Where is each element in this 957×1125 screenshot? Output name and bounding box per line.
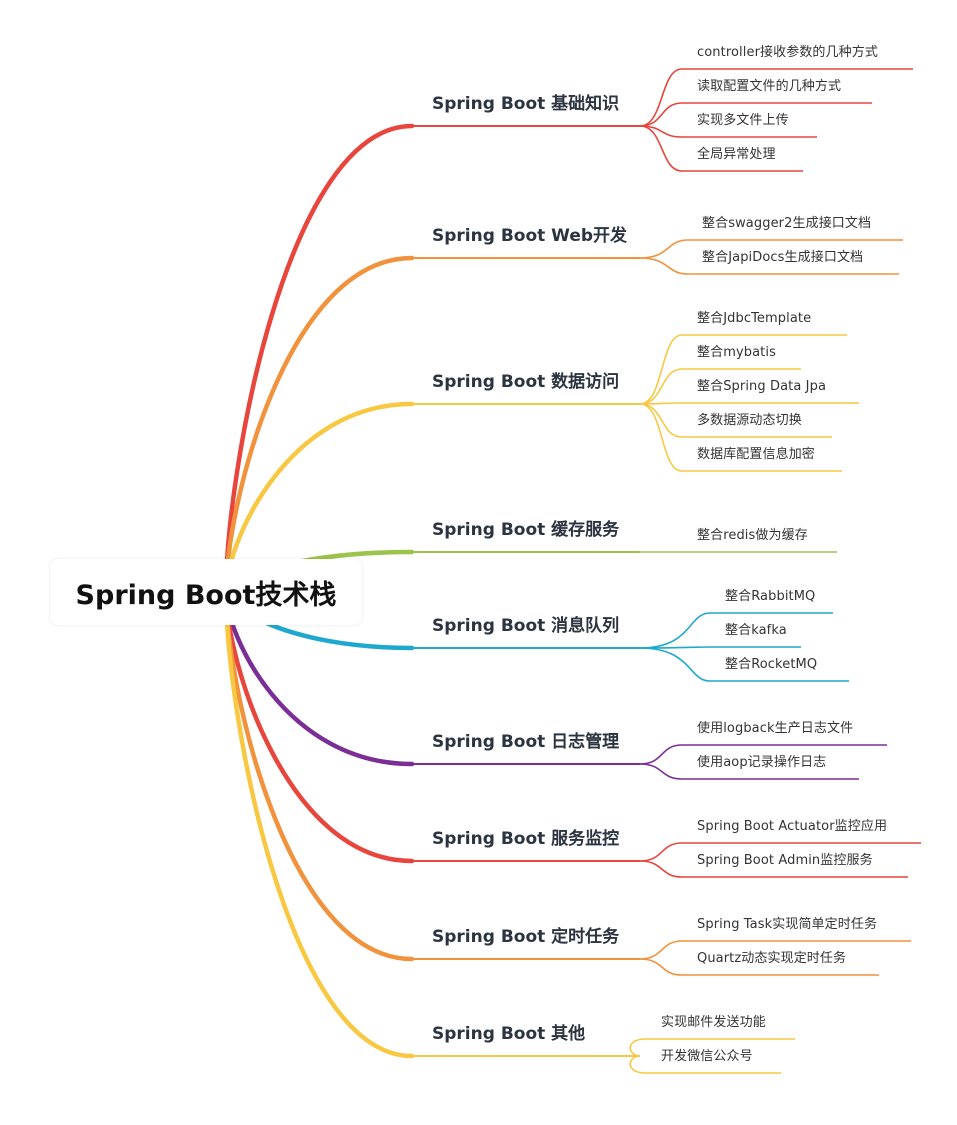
leaf-label-3-1[interactable]: 整合JdbcTemplate <box>697 311 812 326</box>
leaf-label-5-3[interactable]: 整合RocketMQ <box>725 657 818 672</box>
branch-connector-9 <box>223 589 415 1059</box>
branch-connector-2 <box>223 255 415 595</box>
leaf-label-6-1[interactable]: 使用logback生产日志文件 <box>697 721 854 736</box>
leaf-connector-6-1 <box>639 744 683 765</box>
leaf-connector-5-3 <box>639 647 711 682</box>
leaf-label-1-3[interactable]: 实现多文件上传 <box>697 113 789 128</box>
leaf-connector-5-2 <box>639 646 711 649</box>
leaf-label-7-1[interactable]: Spring Boot Actuator监控应用 <box>697 819 888 834</box>
branch-title-1[interactable]: Spring Boot 基础知识 <box>432 94 620 114</box>
branch-title-6[interactable]: Spring Boot 日志管理 <box>432 732 620 752</box>
branch-connector-1 <box>223 123 415 595</box>
leaf-connector-5-1 <box>639 612 711 649</box>
leaf-connector-9-2 <box>629 1055 647 1074</box>
leaf-connector-3-4 <box>639 403 683 438</box>
leaf-label-8-1[interactable]: Spring Task实现简单定时任务 <box>697 917 878 932</box>
leaf-label-9-1[interactable]: 实现邮件发送功能 <box>661 1015 766 1030</box>
leaf-connector-2-1 <box>639 239 689 259</box>
leaf-connector-7-1 <box>639 842 683 862</box>
leaf-connector-2-2 <box>639 257 689 275</box>
leaf-label-8-2[interactable]: Quartz动态实现定时任务 <box>697 951 847 966</box>
leaf-label-2-2[interactable]: 整合JapiDocs生成接口文档 <box>702 250 864 265</box>
leaf-connector-8-2 <box>639 958 683 976</box>
leaf-label-3-3[interactable]: 整合Spring Data Jpa <box>697 379 827 394</box>
leaf-connector-9-1 <box>629 1038 647 1057</box>
leaf-label-5-1[interactable]: 整合RabbitMQ <box>725 589 816 604</box>
leaf-label-3-2[interactable]: 整合mybatis <box>697 345 776 360</box>
leaf-connector-1-2 <box>639 102 683 127</box>
leaf-connector-7-2 <box>639 860 683 878</box>
branch-connector-7 <box>223 589 415 864</box>
leaf-label-3-4[interactable]: 多数据源动态切换 <box>697 413 802 428</box>
leaf-connector-1-1 <box>639 68 683 127</box>
branch-title-4[interactable]: Spring Boot 缓存服务 <box>432 520 620 540</box>
leaf-connector-8-1 <box>639 940 683 960</box>
branch-title-3[interactable]: Spring Boot 数据访问 <box>432 372 620 392</box>
root-node[interactable]: Spring Boot技术栈 <box>50 559 362 625</box>
branch-title-5[interactable]: Spring Boot 消息队列 <box>432 616 620 636</box>
leaf-label-7-2[interactable]: Spring Boot Admin监控服务 <box>697 853 873 868</box>
leaf-connector-3-5 <box>639 403 683 472</box>
leaf-label-6-2[interactable]: 使用aop记录操作日志 <box>697 755 827 770</box>
root-title: Spring Boot技术栈 <box>75 579 337 611</box>
leaf-connector-3-2 <box>639 368 683 405</box>
leaf-label-1-1[interactable]: controller接收参数的几种方式 <box>697 45 878 60</box>
leaf-label-1-4[interactable]: 全局异常处理 <box>697 147 776 162</box>
leaf-label-5-2[interactable]: 整合kafka <box>725 623 787 638</box>
leaf-label-2-1[interactable]: 整合swagger2生成接口文档 <box>702 216 872 231</box>
leaf-label-9-2[interactable]: 开发微信公众号 <box>661 1049 753 1064</box>
branch-title-7[interactable]: Spring Boot 服务监控 <box>432 829 620 849</box>
branch-title-8[interactable]: Spring Boot 定时任务 <box>432 927 620 947</box>
leaf-label-3-5[interactable]: 数据库配置信息加密 <box>697 447 815 462</box>
leaf-connector-6-2 <box>639 763 683 780</box>
leaf-connector-3-1 <box>639 334 683 405</box>
branch-title-9[interactable]: Spring Boot 其他 <box>432 1024 586 1044</box>
branch-title-2[interactable]: Spring Boot Web开发 <box>432 226 628 246</box>
leaf-label-4-1[interactable]: 整合redis做为缓存 <box>697 528 808 543</box>
leaf-label-1-2[interactable]: 读取配置文件的几种方式 <box>697 79 842 94</box>
leaf-connector-1-4 <box>639 125 683 172</box>
